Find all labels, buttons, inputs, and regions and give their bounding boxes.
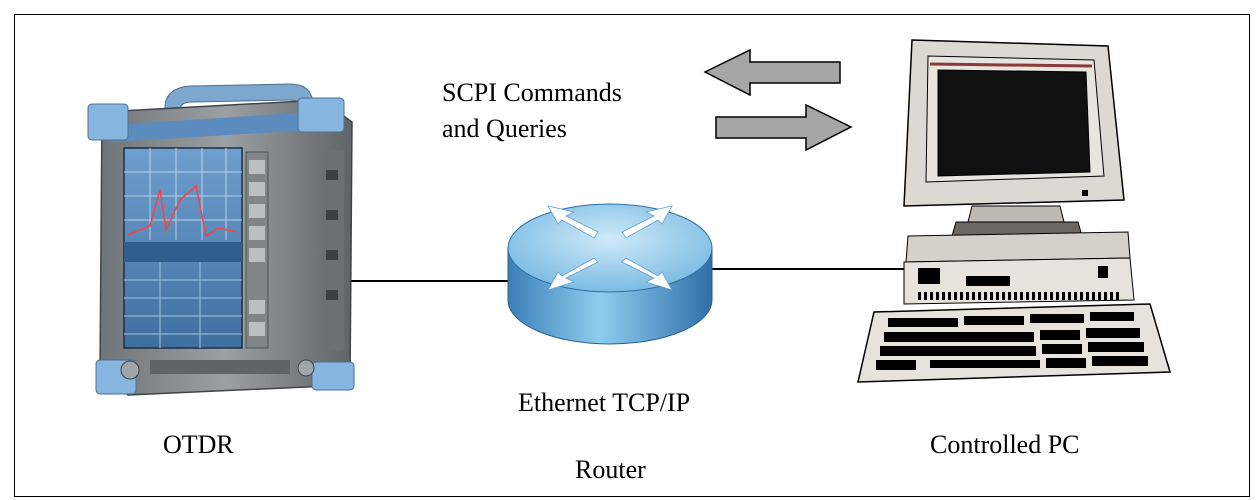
scpi-label: SCPI Commands and Queries xyxy=(442,78,622,143)
otdr-instrument-icon xyxy=(87,83,355,396)
pc-label: Controlled PC xyxy=(930,430,1080,459)
arrow-right-icon xyxy=(715,103,853,152)
arrow-left-icon xyxy=(703,48,841,97)
desktop-computer-icon xyxy=(857,39,1171,383)
router-label: Router xyxy=(575,455,646,484)
otdr-label: OTDR xyxy=(163,430,234,459)
network-router-icon xyxy=(507,203,713,345)
ethernet-label: Ethernet TCP/IP xyxy=(518,388,691,417)
